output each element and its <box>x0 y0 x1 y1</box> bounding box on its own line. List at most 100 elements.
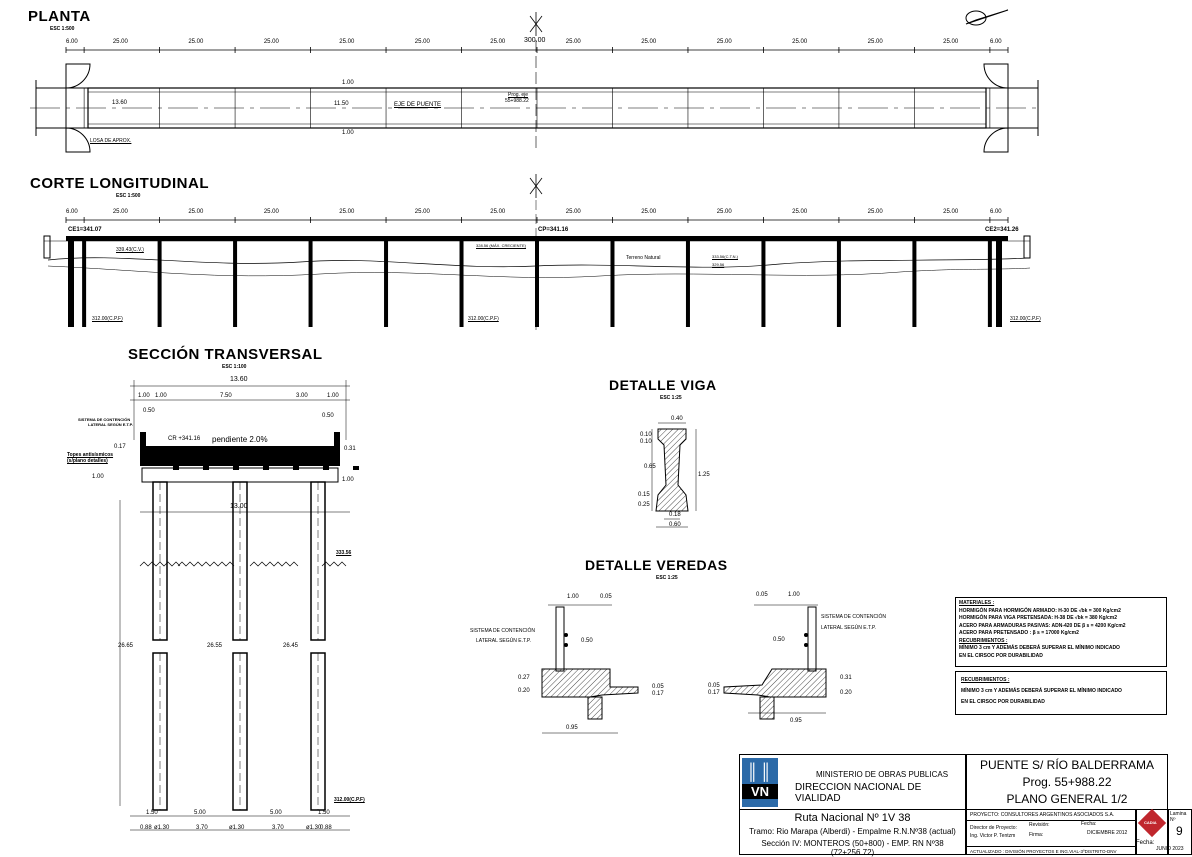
dim-label: 1.00 <box>327 393 339 399</box>
seccion-topes-line2: (s/plano detalles) <box>67 458 108 464</box>
veredas-left-005b: 0.05 <box>652 684 664 690</box>
veredas-left-027: 0.27 <box>518 675 530 681</box>
recubrimientos-header: RECUBRIMIENTOS : <box>961 677 1010 683</box>
plan-offset-bottom: 1.00 <box>342 130 354 136</box>
tb-fecha2-label: Fecha: <box>1136 840 1155 846</box>
seccion-total: 13.60 <box>230 376 248 383</box>
dim-label: 1.00 <box>155 393 167 399</box>
plan-width-mid: 11.50 <box>334 101 349 107</box>
veredas-left-sistema: SISTEMA DE CONTENCIÓN LATERAL SEGÚN E.T.… <box>470 626 535 646</box>
span-label: 25.00 <box>716 209 732 215</box>
span-label: 25.00 <box>641 209 657 215</box>
tb-ruta: Ruta Nacional Nº 1V 38 <box>794 812 911 824</box>
materiales-box: MATERIALES : HORMIGÓN PARA HORMIGÓN ARMA… <box>955 597 1167 667</box>
seccion-level-333: 333.56 <box>336 550 352 556</box>
dim-label: 3.70 <box>272 825 284 831</box>
title-block-logo-cell: ║║ VN MINISTERIO DE OBRAS PUBLICAS DIREC… <box>739 754 966 810</box>
seccion-031: 0.31 <box>344 446 356 452</box>
north-arrow-2-icon <box>529 174 543 198</box>
span-label: 25.00 <box>188 209 204 215</box>
span-label: 25.00 <box>716 39 732 45</box>
tb-obra-1: PUENTE S/ RÍO BALDERRAMA <box>979 758 1155 772</box>
span-label: 6.00 <box>66 209 78 215</box>
dim-label: 3.70 <box>196 825 208 831</box>
materiales-recub-2: EN EL CIRSOC POR DURABILIDAD <box>959 652 1043 659</box>
materiales-recub-1: MÍNIMO 3 cm Y ADEMÁS DEBERÁ SUPERAR EL M… <box>959 645 1120 651</box>
veredas-right-095: 0.95 <box>790 718 802 724</box>
plan-width-left: 13.60 <box>112 100 128 106</box>
dim-label: ø1.30 <box>306 825 322 831</box>
seccion-topes-line1: Topes antisísmicos <box>67 452 114 458</box>
recubrimientos-line-1: MÍNIMO 3 cm Y ADEMÁS DEBERÁ SUPERAR EL M… <box>961 688 1122 694</box>
dim-label: 0.88 <box>320 825 332 831</box>
tb-obra-2: Prog. 55+988.22 <box>1022 775 1112 789</box>
veredas-right-005b: 0.05 <box>708 683 720 689</box>
veredas-left-020: 0.20 <box>518 688 530 694</box>
planta-scale: ESC 1:500 <box>50 26 75 32</box>
corte-pier <box>836 241 841 327</box>
span-label: 25.00 <box>414 39 430 45</box>
span-label: 25.00 <box>943 209 959 215</box>
corte-pf-right: 312.00(C.P.F) <box>1010 316 1041 322</box>
recubrimientos-line-2: EN EL CIRSOC POR DURABILIDAD <box>961 699 1045 705</box>
dim-label: 0.88 <box>140 825 152 831</box>
materiales-line-2: HORMIGÓN PARA VIGA PRETENSADA: H-38 DE √… <box>959 615 1118 621</box>
veredas-left-sistema-1: SISTEMA DE CONTENCIÓN <box>470 628 536 634</box>
plan-losa-label: LOSA DE APROX. <box>90 138 132 144</box>
corte-cv-right2: 329.56 <box>712 262 725 267</box>
dim-label: 1.00 <box>138 393 150 399</box>
veredas-right-sistema-2: LATERAL SEGÚN E.T.P. <box>821 625 876 631</box>
tb-seccion: Sección IV: MONTEROS (50+800) - EMP. RN … <box>761 839 944 857</box>
recubrimientos-box: RECUBRIMIENTOS : MÍNIMO 3 cm Y ADEMÁS DE… <box>955 671 1167 715</box>
planta-title: PLANTA <box>28 8 91 25</box>
corte-terreno: Terreno Natural <box>626 255 661 261</box>
corte-pf-left: 312.00(C.P.F) <box>92 316 123 322</box>
span-label: 25.00 <box>867 39 883 45</box>
veredas-right-020: 0.20 <box>840 690 852 696</box>
span-label: 25.00 <box>414 209 430 215</box>
seccion-cr: CR +341.16 <box>168 436 201 442</box>
span-label: 25.00 <box>263 39 279 45</box>
plan-prog-value: 55+988.22 <box>505 98 529 104</box>
corte-pier <box>308 241 313 327</box>
corte-pier <box>535 241 539 327</box>
deck-beam <box>353 466 359 470</box>
veredas-title: DETALLE VEREDAS <box>585 557 728 573</box>
veredas-left-100: 1.00 <box>567 594 579 600</box>
corte-title: CORTE LONGITUDINAL <box>30 175 209 192</box>
veredas-right-sistema-1: SISTEMA DE CONTENCIÓN <box>821 614 887 620</box>
span-label: 25.00 <box>490 209 506 215</box>
span-label: 6.00 <box>66 39 78 45</box>
viga-drawing <box>651 422 697 528</box>
tb-badge: CADIA <box>1144 820 1157 825</box>
corte-abutment-pile <box>68 241 74 327</box>
tb-actualizado: ACTUALIZADO : DIVISIÓN PROYECTOS E ING.V… <box>970 849 1117 854</box>
seccion-sistema-label: SISTEMA DE CONTENCIÓN LATERAL SEGÚN E.T.… <box>78 417 133 427</box>
tb-direccion: DIRECCION NACIONAL DE VIALIDAD <box>795 782 922 804</box>
tb-firma: Firma: <box>1029 832 1044 838</box>
span-label: 25.00 <box>263 209 279 215</box>
viga-web: 0.18 <box>669 512 681 518</box>
span-label: 25.00 <box>339 209 355 215</box>
span-label: 6.00 <box>989 209 1002 215</box>
seccion-1300: 13.00 <box>230 503 248 510</box>
seccion-pile-right: 26.45 <box>283 643 299 649</box>
viga-d1: 0.10 <box>640 432 652 438</box>
title-block-obra: PUENTE S/ RÍO BALDERRAMA Prog. 55+988.22… <box>966 754 1168 810</box>
seccion-scale: ESC 1:100 <box>222 364 247 370</box>
dim-label: 5.00 <box>270 810 282 816</box>
veredas-right-sistema: SISTEMA DE CONTENCIÓN LATERAL SEGÚN E.T.… <box>821 612 886 634</box>
seccion-sistema-line2: LATERAL SEGÚN E.T.P. <box>88 422 133 427</box>
seccion-050-right: 0.50 <box>322 413 334 419</box>
veredas-right-031: 0.31 <box>840 675 852 681</box>
corte-pier <box>459 241 464 327</box>
viga-d5: 0.25 <box>638 502 650 508</box>
span-label: 25.00 <box>641 39 657 45</box>
dim-label: 3.00 <box>296 393 308 399</box>
cross-section-drawing <box>119 380 359 831</box>
corte-pier <box>384 241 389 327</box>
span-label: 25.00 <box>112 209 128 215</box>
veredas-right-005: 0.05 <box>756 592 768 598</box>
viga-height: 1.25 <box>698 472 710 478</box>
corte-pier <box>233 241 238 327</box>
